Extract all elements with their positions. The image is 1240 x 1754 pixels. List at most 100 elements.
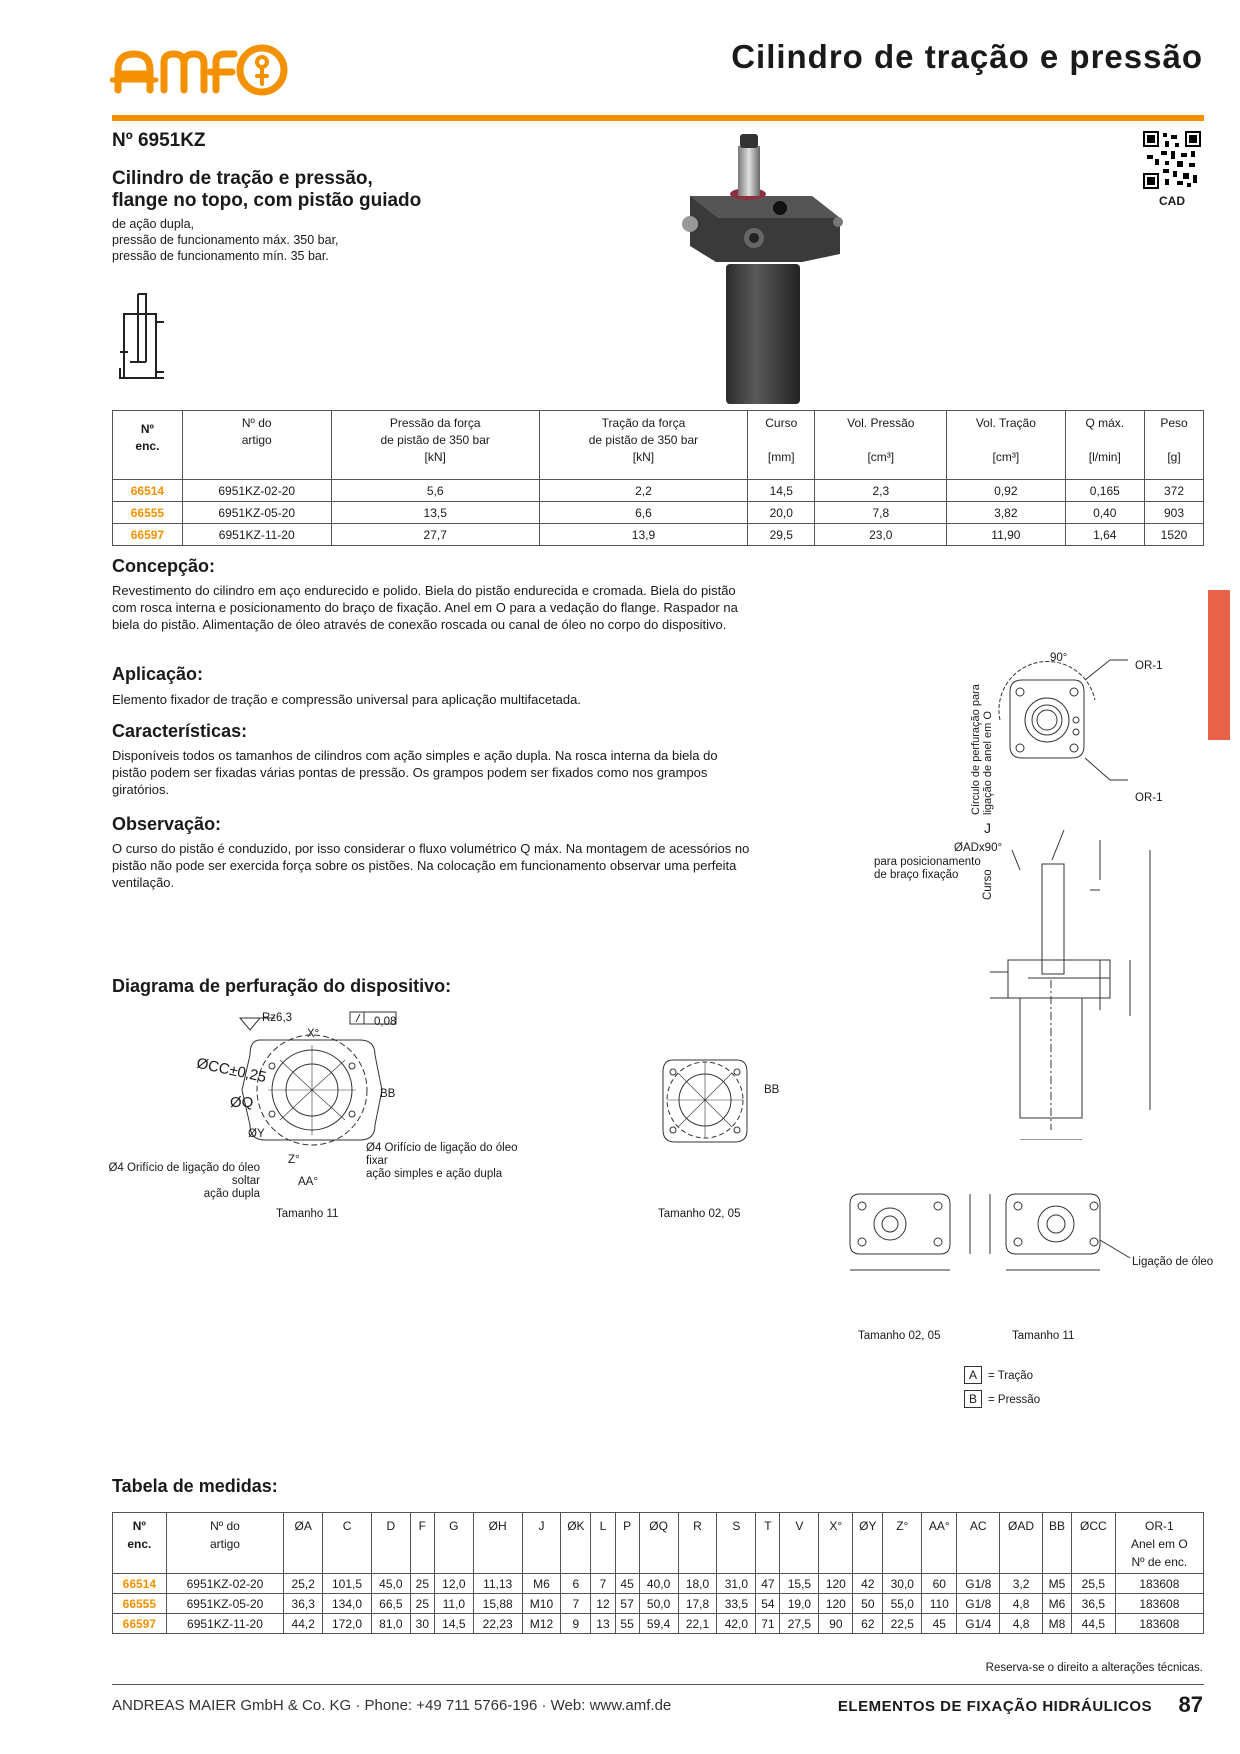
dim-table-cell: 120 xyxy=(818,1573,854,1594)
dim-table-cell: 45,0 xyxy=(370,1573,411,1594)
dim-table-cell: 14,5 xyxy=(433,1613,474,1634)
dim-header-cell: L xyxy=(590,1512,616,1574)
dim-table-cell: 59,4 xyxy=(638,1613,679,1634)
dim-header-text: F xyxy=(418,1519,427,1533)
dim-order-number[interactable]: 66555 xyxy=(112,1593,167,1614)
dim-header-cell: X° xyxy=(818,1512,854,1574)
dim-header-text xyxy=(820,1553,851,1571)
dim-table-cell: G1/4 xyxy=(956,1613,1001,1634)
size0205-caption-b: Tamanho 02, 05 xyxy=(858,1330,941,1342)
dim-table-cell: M6 xyxy=(521,1573,562,1594)
dim-header-cell: ØAD xyxy=(999,1512,1043,1574)
dim-header-text xyxy=(1073,1535,1114,1553)
dim-table-cell: 42,0 xyxy=(716,1613,757,1634)
dim-header-text: T xyxy=(764,1519,772,1533)
spec-table-cell: 2,2 xyxy=(538,479,749,502)
dim-table-cell: 55 xyxy=(614,1613,640,1634)
spec-header-text: Q máx. xyxy=(1085,416,1125,430)
dim-header-text xyxy=(958,1535,998,1553)
dim-header-cell: G xyxy=(433,1512,474,1574)
dim-header-text: BB xyxy=(1048,1519,1065,1533)
amf-logo xyxy=(110,44,288,96)
page-title: Cilindro de tração e pressão xyxy=(731,38,1203,75)
qr-code-icon[interactable] xyxy=(1143,131,1201,189)
spec-table-cell: 6951KZ-05-20 xyxy=(181,501,332,524)
spec-header-text: de pistão de 350 bar xyxy=(588,433,699,447)
dim-table-cell: 6951KZ-11-20 xyxy=(165,1613,285,1634)
spec-header-cell: Vol. Pressão [cm³] xyxy=(814,410,948,480)
dim-order-number[interactable]: 66597 xyxy=(112,1613,167,1634)
dim-table-cell: 6951KZ-05-20 xyxy=(165,1593,285,1614)
dim-header-text xyxy=(1044,1553,1070,1571)
dim-header-cell: C xyxy=(322,1512,372,1574)
dim-table-cell: 12 xyxy=(590,1593,616,1614)
dim-header-text xyxy=(562,1553,589,1571)
dim-header-text xyxy=(884,1535,920,1553)
dim-header-cell: R xyxy=(677,1512,718,1574)
section-title-caracteristicas: Características: xyxy=(112,721,248,741)
dim-table-cell: M10 xyxy=(521,1593,562,1614)
curso-label: Curso xyxy=(982,869,994,900)
dim-header-text: D xyxy=(386,1519,396,1533)
dim-header-text xyxy=(1001,1535,1041,1553)
spec-header-text xyxy=(115,455,180,472)
dim-table-cell: 4,8 xyxy=(999,1613,1043,1634)
spec-order-number[interactable]: 66597 xyxy=(112,523,183,546)
or1-label-bottom: OR-1 xyxy=(1135,792,1163,804)
product-title-line2: flange no topo, com pistão guiado xyxy=(112,190,422,211)
side-tab-marker xyxy=(1208,590,1230,740)
spec-table-cell: 1,64 xyxy=(1064,523,1146,546)
spec-header-text xyxy=(185,449,329,466)
dim-table-cell: 90 xyxy=(818,1613,854,1634)
dim-header-text: X° xyxy=(829,1519,843,1533)
section-text-concepcao: Revestimento do cilindro em aço endureci… xyxy=(112,583,738,632)
dim-table-cell: M6 xyxy=(1041,1593,1072,1614)
dim-header-text xyxy=(475,1553,521,1571)
spec-table-cell: 6951KZ-02-20 xyxy=(181,479,332,502)
dim-table-cell: 71 xyxy=(755,1613,781,1634)
size11-caption: Tamanho 11 xyxy=(276,1208,339,1220)
section-title-dim-table: Tabela de medidas: xyxy=(112,1476,278,1496)
z-angle-label: Z° xyxy=(288,1154,300,1166)
spec-table-cell: 6,6 xyxy=(538,501,749,524)
dim-header-text: S xyxy=(732,1519,741,1533)
spec-order-number[interactable]: 66514 xyxy=(112,479,183,502)
dim-table-cell: 101,5 xyxy=(322,1573,372,1594)
cad-label: CAD xyxy=(1159,194,1185,208)
dim-header-text xyxy=(1044,1535,1070,1553)
dim-table-cell: 110 xyxy=(921,1593,958,1614)
drilling-diagram-size0205 xyxy=(662,1059,748,1143)
spec-order-number[interactable]: 66555 xyxy=(112,501,183,524)
footer-company: ANDREAS MAIER GmbH & Co. KG · Phone: +49… xyxy=(112,1697,672,1714)
dim-header-text: OR-1 xyxy=(1145,1519,1174,1533)
dim-header-cell: J xyxy=(521,1512,562,1574)
oil-connection-label: Ligação de óleo xyxy=(1132,1256,1214,1268)
spec-table-cell: 3,82 xyxy=(946,501,1066,524)
spec-table-cell: 903 xyxy=(1144,501,1204,524)
spec-header-text: Curso xyxy=(765,416,798,430)
dim-header-text xyxy=(436,1535,472,1553)
dim-header-cell: BB xyxy=(1041,1512,1072,1574)
dim-header-text: ØAD xyxy=(1008,1519,1035,1533)
dim-header-text xyxy=(324,1553,370,1571)
spec-table-cell: 20,0 xyxy=(747,501,816,524)
spec-table-cell: 0,92 xyxy=(946,479,1066,502)
spec-header-text: [kN] xyxy=(424,450,446,464)
dim-header-cell: AC xyxy=(956,1512,1001,1574)
dim-table-cell: 27,5 xyxy=(779,1613,820,1634)
dim-header-cell: Z° xyxy=(882,1512,923,1574)
dim-header-text: G xyxy=(449,1519,459,1533)
dim-table-cell: 4,8 xyxy=(999,1593,1043,1614)
dim-table-cell: 15,88 xyxy=(472,1593,523,1614)
dim-header-text: P xyxy=(623,1519,632,1533)
section-text-aplicacao: Elemento fixador de tração e compressão … xyxy=(112,692,581,707)
spec-table-cell: 372 xyxy=(1144,479,1204,502)
dim-order-number[interactable]: 66514 xyxy=(112,1573,167,1594)
